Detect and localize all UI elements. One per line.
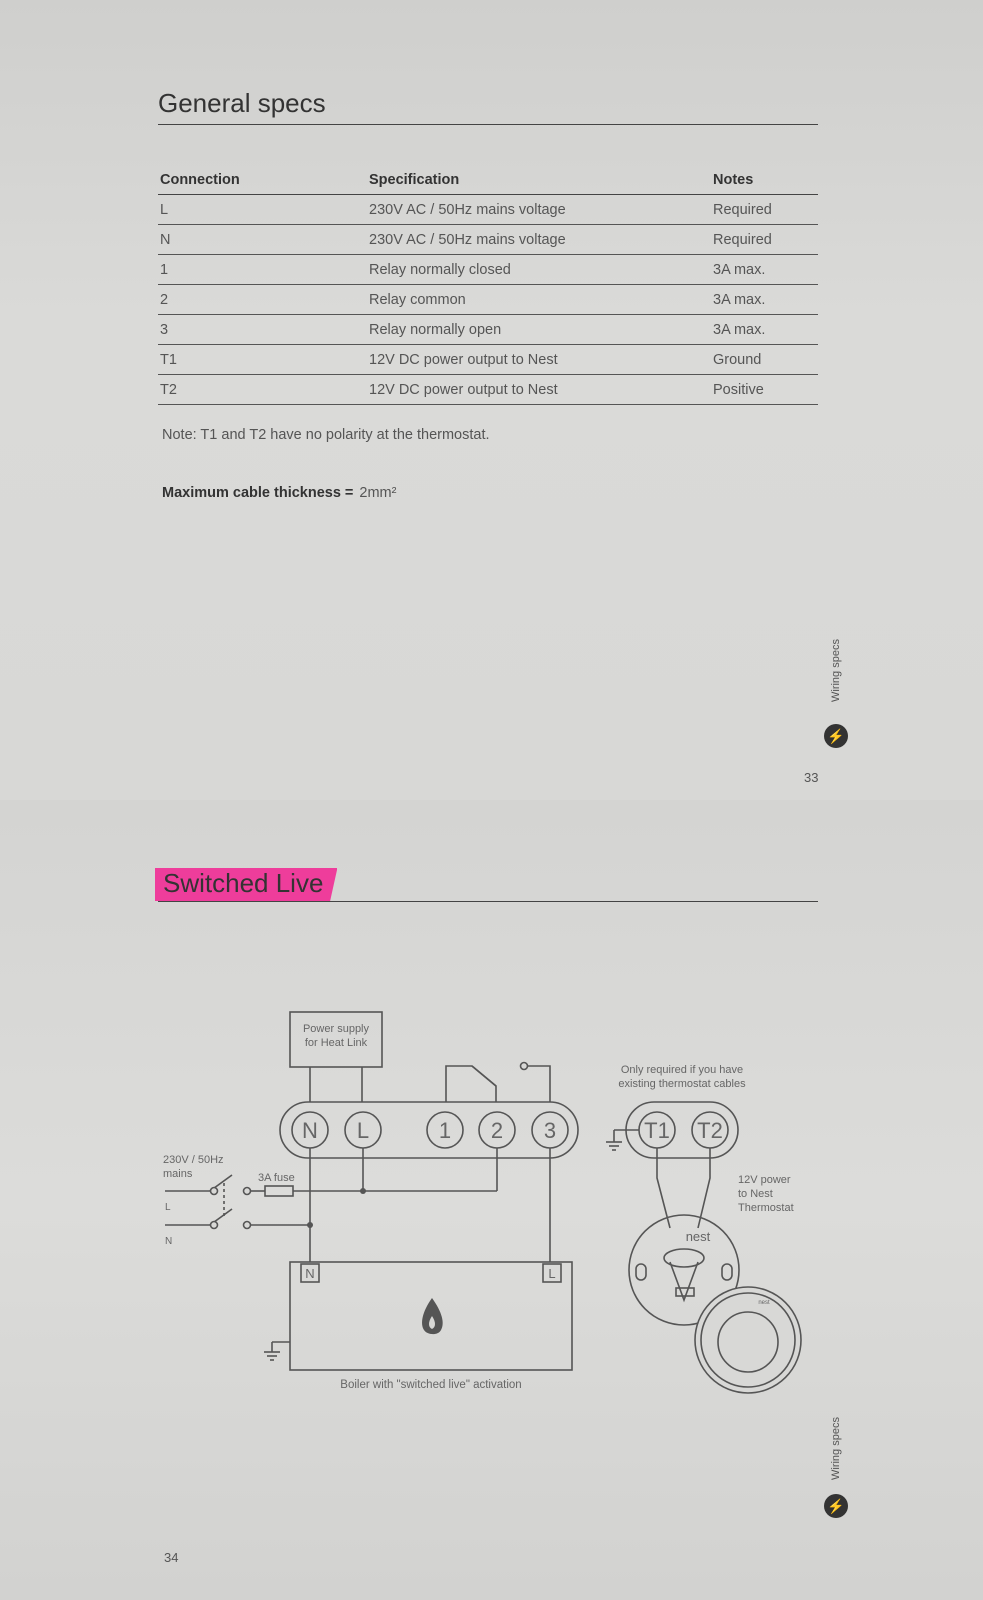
header-specification: Specification <box>367 166 711 195</box>
cell-connection: 3 <box>158 314 367 345</box>
cell-connection: T1 <box>158 344 367 375</box>
mains-l-label: L <box>165 1202 171 1213</box>
terminal-label: L <box>357 1118 369 1143</box>
page-title: General specs <box>158 88 326 118</box>
power-to-thermostat-label: Thermostat <box>738 1202 794 1214</box>
boiler-n-label: N <box>305 1266 314 1281</box>
cable-thickness-value: 2mm² <box>359 485 397 501</box>
wiring-icon: ⚡ <box>824 1494 848 1518</box>
table-row: L 230V AC / 50Hz mains voltage Required <box>158 194 818 225</box>
cell-connection: L <box>158 194 367 225</box>
side-tab-label: Wiring specs <box>830 1417 842 1480</box>
table-row: T2 12V DC power output to Nest Positive <box>158 374 818 405</box>
cell-specification: 230V AC / 50Hz mains voltage <box>367 224 711 255</box>
boiler-l-label: L <box>548 1266 555 1281</box>
table-row: N 230V AC / 50Hz mains voltage Required <box>158 224 818 255</box>
cell-specification: Relay normally open <box>367 314 711 345</box>
table-row: 1 Relay normally closed 3A max. <box>158 254 818 285</box>
cable-thickness-label: Maximum cable thickness = <box>162 485 354 501</box>
wiring-icon: ⚡ <box>824 724 848 748</box>
page-number: 34 <box>164 1550 179 1565</box>
section-title: Switched Live <box>155 868 338 901</box>
only-required-note: Only required if you have <box>621 1064 743 1076</box>
nest-logo: nest <box>686 1229 711 1244</box>
specs-table: Connection Specification Notes L 230V AC… <box>158 166 818 405</box>
cell-specification: 12V DC power output to Nest <box>367 344 711 375</box>
wiring-diagram: Power supply for Heat Link N L 1 2 3 T1 … <box>163 1011 802 1394</box>
table-row: 2 Relay common 3A max. <box>158 284 818 315</box>
cell-notes: Required <box>711 194 818 225</box>
cell-specification: 12V DC power output to Nest <box>367 374 711 405</box>
terminal-label: 3 <box>544 1118 556 1143</box>
fuse-label: 3A fuse <box>258 1172 295 1184</box>
nest-logo-small: nest <box>758 1300 770 1306</box>
cell-specification: Relay normally closed <box>367 254 711 285</box>
cell-specification: 230V AC / 50Hz mains voltage <box>367 194 711 225</box>
cell-connection: T2 <box>158 374 367 405</box>
table-row: 3 Relay normally open 3A max. <box>158 314 818 345</box>
only-required-note: existing thermostat cables <box>618 1078 746 1090</box>
side-tab-label: Wiring specs <box>830 639 842 702</box>
thermostat-outer-ring <box>694 1286 802 1394</box>
page-33: General specs Connection Specification N… <box>0 0 983 800</box>
title-rule <box>158 124 818 125</box>
terminal-label: T2 <box>697 1118 723 1143</box>
mains-label: mains <box>163 1168 193 1180</box>
terminal-label: T1 <box>644 1118 670 1143</box>
cell-notes: 3A max. <box>711 314 818 345</box>
heat-link-terminal-block <box>279 1101 579 1159</box>
terminal-label: 2 <box>491 1118 503 1143</box>
thermostat-wall-plate <box>628 1214 740 1326</box>
cell-connection: 1 <box>158 254 367 285</box>
boiler-caption: Boiler with "switched live" activation <box>340 1379 521 1391</box>
power-supply-box <box>289 1011 383 1068</box>
cell-connection: N <box>158 224 367 255</box>
boiler-box <box>289 1261 573 1371</box>
cell-notes: Required <box>711 224 818 255</box>
cable-thickness: Maximum cable thickness = 2mm² <box>162 485 396 501</box>
thermostat-display <box>717 1311 779 1373</box>
polarity-note: Note: T1 and T2 have no polarity at the … <box>162 427 490 443</box>
cell-notes: Ground <box>711 344 818 375</box>
page-number: 33 <box>804 770 819 785</box>
table-row: T1 12V DC power output to Nest Ground <box>158 344 818 375</box>
cell-specification: Relay common <box>367 284 711 315</box>
page-34: Switched Live <box>0 800 983 1600</box>
terminal-label: N <box>302 1118 318 1143</box>
power-to-thermostat-label: 12V power <box>738 1174 791 1186</box>
terminal-label: 1 <box>439 1118 451 1143</box>
table-header-row: Connection Specification Notes <box>158 166 818 195</box>
terminal-1 <box>426 1111 464 1149</box>
power-supply-label: for Heat Link <box>305 1037 368 1049</box>
fuse-symbol <box>264 1185 294 1197</box>
header-notes: Notes <box>711 166 818 195</box>
power-to-thermostat-label: to Nest <box>738 1188 773 1200</box>
cell-notes: 3A max. <box>711 254 818 285</box>
flame-icon <box>422 1298 443 1335</box>
mains-label: 230V / 50Hz <box>163 1154 224 1166</box>
power-supply-label: Power supply <box>303 1023 370 1035</box>
title-rule <box>158 901 818 902</box>
cell-notes: 3A max. <box>711 284 818 315</box>
cell-connection: 2 <box>158 284 367 315</box>
mains-n-label: N <box>165 1236 172 1247</box>
header-connection: Connection <box>158 166 367 195</box>
cell-notes: Positive <box>711 374 818 405</box>
